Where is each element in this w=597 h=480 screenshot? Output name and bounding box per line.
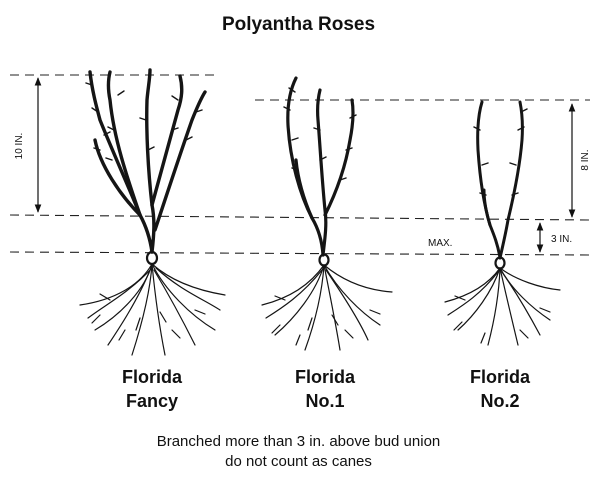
grade-line-2: No.2 [435,389,565,413]
grade2-height-label: 8 IN. [580,149,591,170]
plant-florida-fancy [80,70,225,355]
roots [445,268,560,345]
grade-line-2: No.1 [260,389,390,413]
thorns [86,83,202,160]
grade-line-1: Florida [87,365,217,389]
caption-line-2: do not count as canes [0,452,597,472]
roots [80,264,225,355]
plant-florida-no1 [262,78,392,350]
grade-line-1: Florida [260,365,390,389]
canes [478,102,523,258]
label-florida-no1: Florida No.1 [260,365,390,413]
canes [288,78,353,255]
label-florida-no2: Florida No.2 [435,365,565,413]
grade-line-1: Florida [435,365,565,389]
caption-line-1: Branched more than 3 in. above bud union [0,432,597,452]
bud-union [147,252,157,264]
grade-line-2: Fancy [87,389,217,413]
label-florida-fancy: Florida Fancy [87,365,217,413]
max-label: MAX. [428,238,452,249]
roots [262,265,392,350]
canes [90,70,205,252]
max-value-label: 3 IN. [551,234,572,245]
plant-florida-no2 [445,102,560,345]
fancy-height-label: 10 IN. [14,133,25,160]
branch-line [10,215,590,220]
diagram-caption: Branched more than 3 in. above bud union… [0,432,597,472]
bud-union-line [10,252,590,255]
